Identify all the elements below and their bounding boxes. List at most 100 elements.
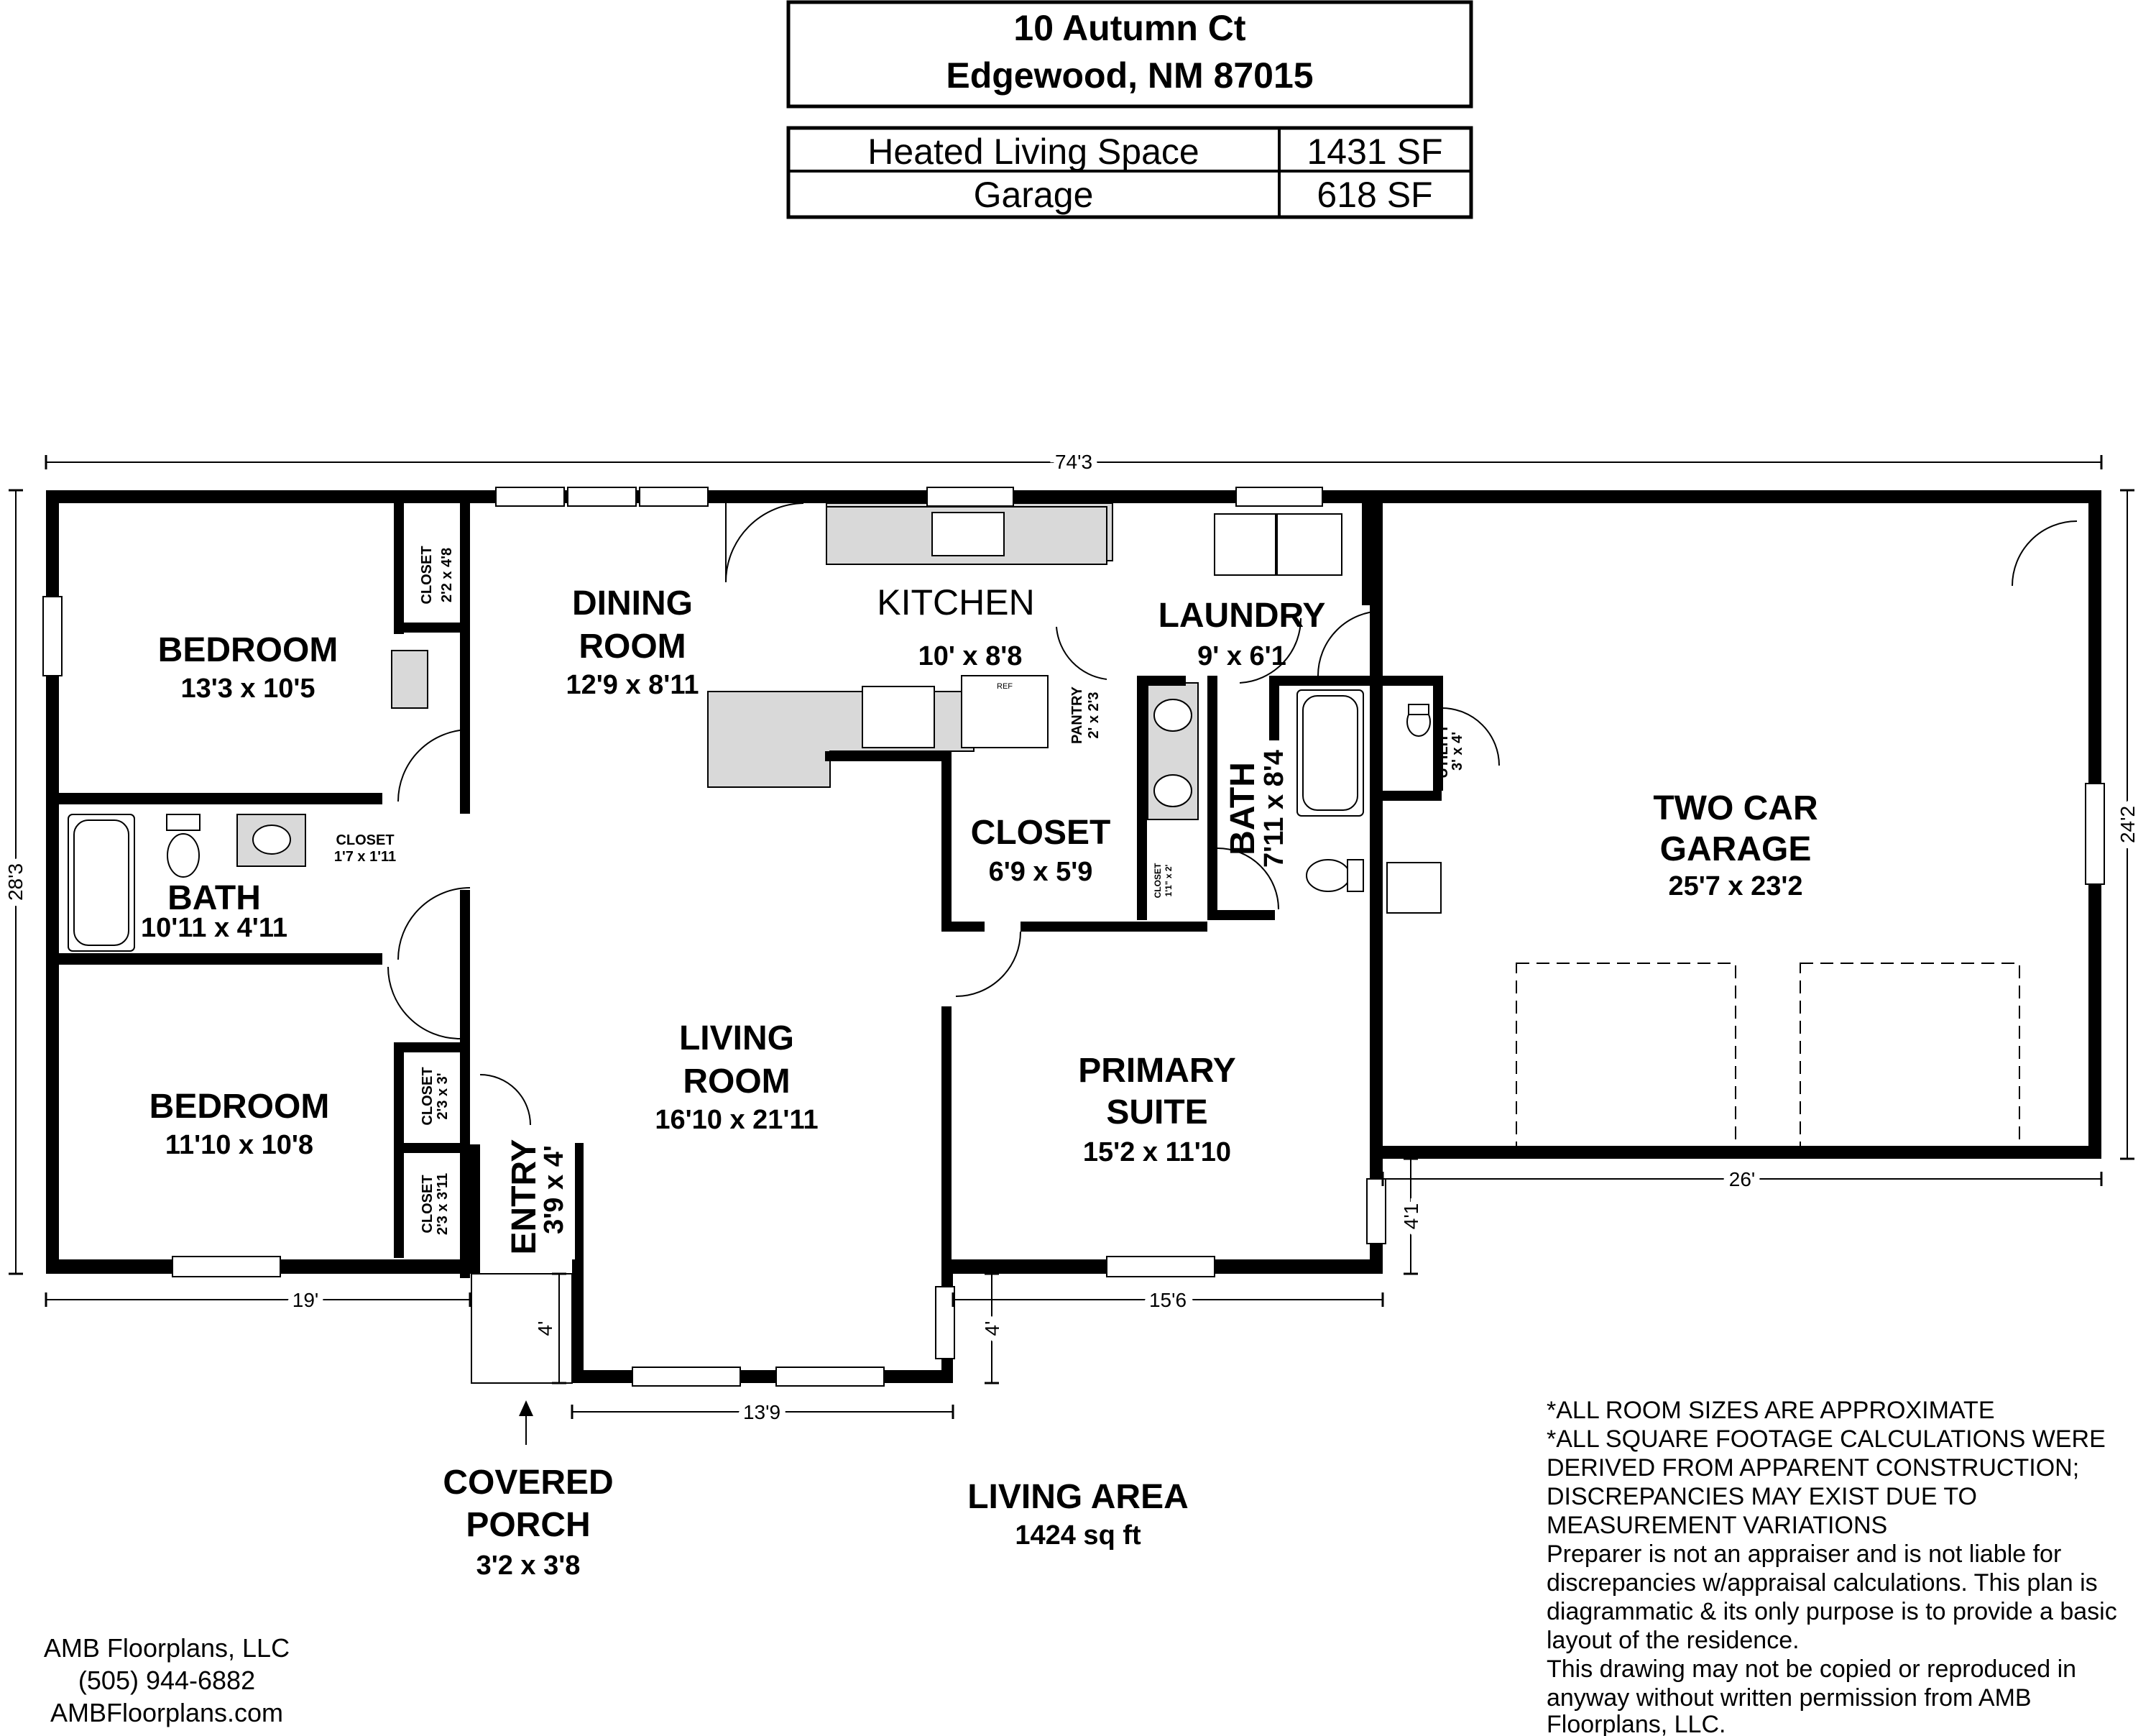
bay-depth-right-label: 4': [981, 1321, 1003, 1336]
kitchen-dim: 10' x 8'8: [918, 641, 1023, 671]
range-icon: [862, 686, 935, 748]
door-swing: [1239, 617, 1302, 684]
window-icon: [935, 1286, 955, 1359]
window-icon: [495, 487, 565, 507]
overall-depth-label: 28'3: [4, 863, 27, 901]
small-closet-dim: 1'1" x 2': [1164, 864, 1174, 896]
refrigerator-icon: [961, 675, 1049, 748]
disclaimer-line: DERIVED FROM APPARENT CONSTRUCTION;: [1547, 1454, 2079, 1482]
toilet-icon: [167, 833, 200, 878]
window-icon: [926, 487, 1014, 507]
walk-closet-dim: 6'9 x 5'9: [989, 857, 1093, 887]
garage-door-outline: [1516, 963, 1736, 1152]
bath1-dim: 10'11 x 4'11: [141, 913, 287, 943]
kitchen-sink-icon: [931, 512, 1005, 556]
door-swing: [1217, 848, 1279, 910]
area-row1-label: Heated Living Space: [867, 132, 1199, 172]
hall-closet-dim: 1'7 x 1'11: [334, 849, 396, 865]
walk-closet-name: CLOSET: [971, 814, 1111, 852]
overall-width-label: 74'3: [1055, 451, 1092, 473]
door-swing: [1317, 610, 1383, 676]
entry-name: ENTRY: [505, 1139, 543, 1255]
porch-outline: [471, 1273, 573, 1384]
living-name2: ROOM: [683, 1062, 790, 1101]
company-name: AMB Floorplans, LLC: [44, 1633, 290, 1663]
garage-dim: 25'7 x 23'2: [1668, 871, 1802, 901]
utility-sink-icon: [1386, 862, 1442, 914]
area-row1-value: 1431 SF: [1307, 132, 1442, 172]
dryer-icon: [1276, 513, 1342, 576]
closet-shelf: [391, 650, 428, 709]
sink-icon: [1153, 774, 1192, 807]
bedroom1-name: BEDROOM: [158, 631, 338, 669]
bath2-dim: 7'11 x 8'4: [1259, 750, 1289, 868]
door-swing: [725, 502, 804, 583]
dining-name1: DINING: [572, 584, 693, 623]
address-box: 10 Autumn Ct Edgewood, NM 87015: [786, 0, 1473, 109]
door-swing: [387, 966, 461, 1039]
door-swing: [1441, 707, 1500, 766]
garage-depth-label: 24'2: [2116, 806, 2139, 843]
living-name1: LIVING: [679, 1019, 794, 1057]
small-closet-name: CLOSET: [1153, 863, 1163, 898]
garage-name1: TWO CAR: [1653, 789, 1818, 827]
bay-width-label: 13'9: [743, 1401, 780, 1423]
door-swing: [955, 931, 1021, 997]
window-icon: [639, 487, 709, 507]
door-swing: [479, 1074, 531, 1126]
area-row2-value: 618 SF: [1317, 175, 1432, 215]
walls: [46, 490, 2101, 1383]
living-dim: 16'10 x 21'11: [655, 1105, 818, 1135]
closet1-dim: 2'2 x 4'8: [439, 548, 455, 602]
bath2-name: BATH: [1224, 762, 1262, 855]
room-labels: BEDROOM 13'3 x 10'5 CLOSET 2'2 x 4'8 DIN…: [141, 546, 1818, 1254]
dining-dim: 12'9 x 8'11: [566, 670, 699, 700]
window-icon: [775, 1367, 885, 1387]
closet3-name: CLOSET: [420, 1175, 436, 1233]
closet1-name: CLOSET: [419, 546, 435, 604]
disclaimer-line: Floorplans, LLC.: [1547, 1711, 1726, 1736]
door-swing: [1056, 626, 1107, 680]
dimension-lines: [9, 455, 2134, 1445]
disclaimer-line: anyway without written permission from A…: [1547, 1684, 2032, 1712]
area-table: Heated Living Space 1431 SF Garage 618 S…: [786, 126, 1473, 219]
utility-dim: 3' x 4': [1450, 732, 1465, 771]
hall-closet-name: CLOSET: [336, 832, 394, 848]
kitchen-name: KITCHEN: [877, 582, 1034, 623]
pantry-dim: 2' x 2'3: [1086, 692, 1102, 738]
bay-depth-left-label: 4': [534, 1321, 556, 1336]
bedroom2-dim: 11'10 x 10'8: [165, 1130, 313, 1160]
laundry-name: LAUNDRY: [1158, 597, 1326, 635]
primary-name2: SUITE: [1106, 1093, 1207, 1131]
entry-dim: 3'9 x 4': [539, 1145, 569, 1234]
window-icon: [567, 487, 637, 507]
porch-name1: COVERED: [443, 1464, 613, 1502]
company-website: AMBFloorplans.com: [50, 1698, 283, 1727]
area-row2-label: Garage: [974, 175, 1094, 215]
living-area-label: LIVING AREA: [967, 1478, 1189, 1516]
garage-width-label: 26': [1729, 1168, 1756, 1190]
door-swing: [397, 887, 471, 960]
bedroom1-dim: 13'3 x 10'5: [180, 674, 315, 704]
laundry-dim: 9' x 6'1: [1197, 641, 1286, 671]
porch-label: COVERED PORCH 3'2 x 3'8: [443, 1273, 614, 1581]
living-area-summary: LIVING AREA 1424 sq ft: [967, 1478, 1189, 1551]
porch-name2: PORCH: [466, 1506, 590, 1544]
company-info: AMB Floorplans, LLC (505) 944-6882 AMBFl…: [44, 1633, 290, 1727]
window-icon: [1106, 1256, 1215, 1277]
disclaimer-line: Preparer is not an appraiser and is not …: [1547, 1540, 2061, 1568]
garage-door-outline: [1800, 963, 2020, 1152]
closet2-dim: 2'3 x 3': [435, 1073, 451, 1119]
disclaimer-line: layout of the residence.: [1547, 1627, 1800, 1654]
window-icon: [1366, 1178, 1386, 1244]
doors: [387, 502, 2078, 1126]
dining-name2: ROOM: [579, 628, 686, 666]
closet3-dim: 2'3 x 3'11: [435, 1173, 451, 1235]
primary-dim: 15'2 x 11'10: [1083, 1137, 1231, 1167]
window-icon: [1235, 487, 1323, 507]
sink-icon: [252, 825, 291, 855]
closet2-name: CLOSET: [420, 1067, 436, 1125]
bedroom2-name: BEDROOM: [149, 1088, 330, 1126]
utility-name: UTILITY: [1435, 724, 1451, 779]
